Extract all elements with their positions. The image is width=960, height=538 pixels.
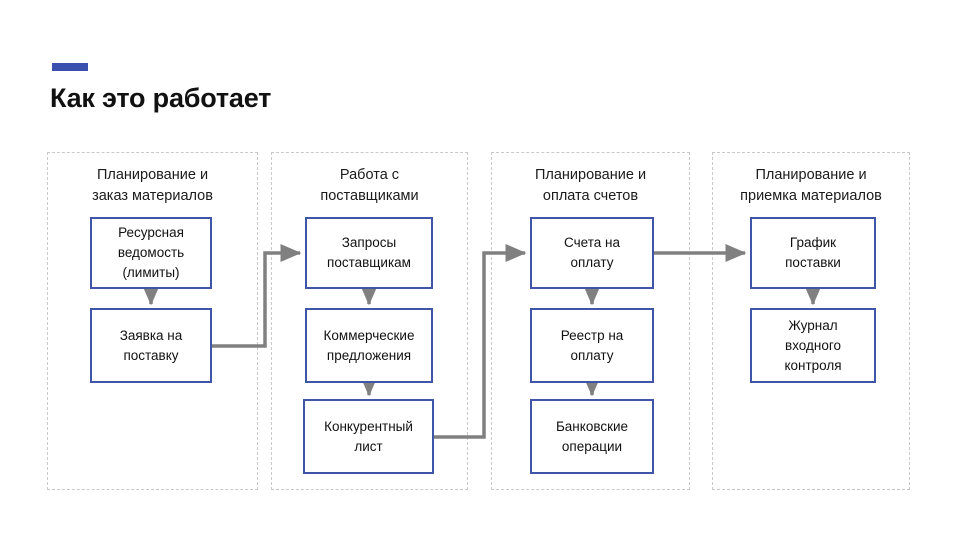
process-box-competitive-sheet[interactable]: Конкурентный лист [303, 399, 434, 474]
process-box-commercial-offers[interactable]: Коммерческие предложения [305, 308, 433, 383]
process-box-supplier-inquiries[interactable]: Запросы поставщикам [305, 217, 433, 289]
group-title: Планирование и приемка материалов [740, 167, 882, 204]
process-box-payment-invoices[interactable]: Счета на оплату [530, 217, 654, 289]
group-planning-and-acceptance: Планирование и приемка материалов [712, 152, 910, 490]
process-box-payment-registry[interactable]: Реестр на оплату [530, 308, 654, 383]
process-box-supply-request[interactable]: Заявка на поставку [90, 308, 212, 383]
group-title: Планирование и заказ материалов [92, 167, 213, 204]
process-box-bank-operations[interactable]: Банковские операции [530, 399, 654, 474]
accent-dash [52, 63, 88, 71]
group-title: Планирование и оплата счетов [534, 167, 647, 204]
process-box-delivery-schedule[interactable]: График поставки [750, 217, 876, 289]
group-title: Работа с поставщиками [320, 167, 419, 204]
process-box-resource-sheet[interactable]: Ресурсная ведомость (лимиты) [90, 217, 212, 289]
process-box-inspection-journal[interactable]: Журнал входного контроля [750, 308, 876, 383]
page-title: Как это работает [50, 83, 272, 113]
